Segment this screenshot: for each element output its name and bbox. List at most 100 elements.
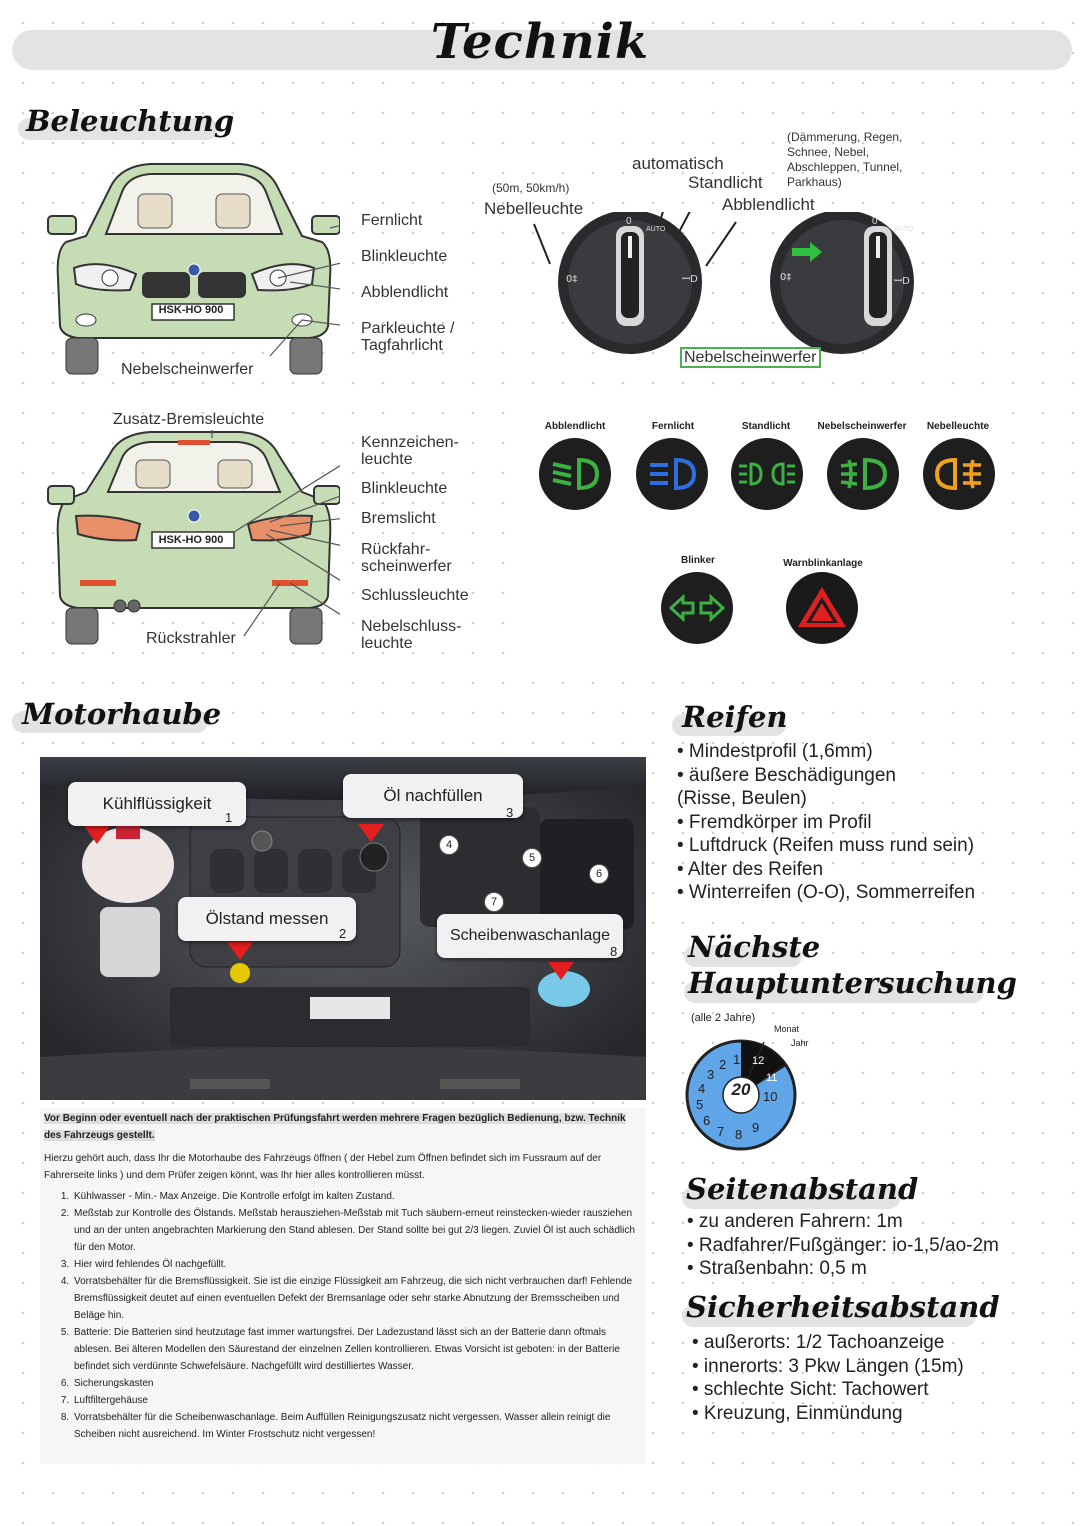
marker-6: 6	[589, 864, 609, 884]
marker-4: 4	[439, 835, 459, 855]
inspection-month-label: Monat	[774, 1024, 800, 1034]
license-plate-front: HSK-HO 900	[158, 304, 224, 316]
heading-safety-distance: Sicherheitsabstand	[686, 1290, 1000, 1324]
tires-item: • Alter des Reifen	[677, 858, 824, 880]
sticker-digit: 10	[763, 1089, 778, 1104]
section-underlay	[682, 1187, 900, 1209]
front-fog-icon	[827, 438, 899, 510]
heading-lighting: Beleuchtung	[26, 104, 235, 138]
tag-oelstand-messen: Ölstand messen	[178, 897, 356, 941]
switch-label-nebelscheinwerfer: Nebelscheinwerfer	[680, 347, 821, 368]
safety-distance-item: • außerorts: 1/2 Tachoanzeige	[692, 1332, 945, 1353]
tires-item: • Fremdkörper im Profil	[677, 811, 872, 833]
sticker-digit: 4	[698, 1081, 706, 1096]
label-nebelschlussleuchte: Nebelschluss- leuchte	[361, 618, 462, 652]
car-rear-illustration	[47, 430, 340, 645]
side-distance-item: • Straßenbahn: 0,5 m	[687, 1258, 867, 1279]
tag-number: 2	[339, 926, 347, 941]
heading-inspection-1: Nächste	[688, 930, 821, 964]
checklist-item: Batterie: Die Batterien sind heutzutage …	[72, 1324, 642, 1375]
indicator-label-abblendlicht: Abblendlicht	[544, 421, 606, 432]
label-kennzeichenleuchte: Kennzeichen- leuchte	[361, 434, 459, 468]
tag-kuehlfluessigkeit: Kühlflüssigkeit	[68, 782, 246, 826]
sticker-digit: 5	[696, 1097, 704, 1112]
title-bar	[12, 30, 1072, 70]
tag-pointer	[548, 962, 574, 980]
indicator-label-nebelscheinwerfer: Nebelscheinwerfer	[817, 421, 907, 432]
svg-text:ꟷD: ꟷD	[894, 276, 910, 287]
tag-pointer	[227, 942, 253, 960]
sticker-digit: 3	[707, 1067, 715, 1082]
heading-tires: Reifen	[682, 700, 788, 734]
sticker-digit: 9	[752, 1120, 760, 1135]
tag-oel-nachfuellen: Öl nachfüllen	[343, 774, 523, 818]
svg-text:ꟷD: ꟷD	[682, 274, 698, 285]
knob-auto-right: AUTO	[894, 226, 914, 233]
tires-item: • Mindestprofil (1,6mm)	[677, 741, 873, 762]
tires-list: • Mindestprofil (1,6mm) • äußere Beschäd…	[677, 740, 975, 905]
checklist-item: Vorratsbehälter für die Scheibenwaschanl…	[72, 1409, 642, 1443]
side-distance-list: • zu anderen Fahrern: 1m • Radfahrer/Fuß…	[687, 1210, 999, 1281]
label-blinkleuchte-front: Blinkleuchte	[361, 248, 448, 265]
safety-distance-item: • innerorts: 3 Pkw Längen (15m)	[692, 1355, 964, 1377]
section-underlay	[672, 714, 786, 736]
inspection-year-label: Jahr	[791, 1038, 809, 1048]
label-bremslicht: Bremslicht	[361, 510, 436, 527]
fog-rear-note: (50m, 50km/h)	[492, 181, 570, 195]
label-fernlicht: Fernlicht	[361, 212, 423, 229]
parking-light-icon	[731, 438, 803, 510]
label-parkleuchte: Parkleuchte / Tagfahrlicht	[361, 320, 455, 354]
section-underlay	[684, 981, 984, 1003]
switch-label-standlicht: Standlicht	[688, 173, 763, 192]
safety-distance-item: • schlechte Sicht: Tachowert	[692, 1379, 929, 1400]
safety-distance-list: • außerorts: 1/2 Tachoanzeige • innerort…	[692, 1331, 964, 1425]
low-beam-icon	[539, 438, 611, 510]
sticker-digit: 6	[703, 1113, 711, 1128]
label-blinkleuchte-rear: Blinkleuchte	[361, 480, 448, 497]
label-rueckfahrscheinwerfer: Rückfahr- scheinwerfer	[361, 541, 452, 575]
label-rueckstrahler: Rückstrahler	[146, 630, 236, 647]
hazard-icon	[786, 572, 858, 644]
side-distance-item: • zu anderen Fahrern: 1m	[687, 1211, 903, 1232]
checklist-item: Kühlwasser - Min.- Max Anzeige. Die Kont…	[72, 1188, 642, 1205]
car-front-illustration	[47, 163, 340, 375]
sticker-digit: 1	[733, 1052, 741, 1067]
sticker-digit: 7	[717, 1124, 725, 1139]
rear-fog-icon	[923, 438, 995, 510]
section-underlay	[682, 1305, 976, 1327]
tag-pointer	[358, 824, 384, 842]
indicator-label-blinker: Blinker	[681, 555, 715, 566]
knob-auto-left: AUTO	[646, 226, 666, 233]
safety-distance-item: • Kreuzung, Einmündung	[692, 1402, 903, 1424]
tag-number: 3	[506, 805, 514, 820]
switch-label-automatisch: automatisch	[632, 154, 724, 173]
section-underlay	[684, 945, 802, 967]
light-switch-illustration: 0‡ ꟷD 0‡ ꟷD	[533, 212, 914, 354]
switch-usage-note: (Dämmerung, Regen, Schnee, Nebel, Abschl…	[787, 130, 903, 189]
turn-signal-icon	[661, 572, 733, 644]
page-title: Technik	[430, 14, 650, 70]
sticker-digit: 11	[766, 1072, 778, 1084]
tag-number: 1	[225, 810, 233, 825]
indicator-label-fernlicht: Fernlicht	[651, 421, 695, 432]
side-distance-item: • Radfahrer/Fußgänger: io-1,5/ao-2m	[687, 1234, 999, 1256]
tag-number: 8	[610, 944, 618, 959]
checklist-item: Sicherungskasten	[72, 1375, 642, 1392]
checklist-item: Luftfiltergehäuse	[72, 1392, 642, 1409]
indicator-label-standlicht: Standlicht	[741, 421, 791, 432]
section-underlay	[18, 118, 218, 140]
license-plate-rear: HSK-HO 900	[158, 534, 224, 546]
label-abblendlicht: Abblendlicht	[361, 284, 449, 301]
inspection-sticker	[685, 1039, 797, 1151]
sticker-digit: 8	[735, 1127, 743, 1142]
checklist-item: Vorratsbehälter für die Bremsflüssigkeit…	[72, 1273, 642, 1324]
marker-5: 5	[522, 848, 542, 868]
sticker-digit: 12	[752, 1055, 765, 1067]
tires-item: • Luftdruck (Reifen muss rund sein)	[677, 835, 975, 856]
heading-side-distance: Seitenabstand	[686, 1172, 919, 1206]
high-beam-icon	[636, 438, 708, 510]
checklist-item: Hier wird fehlendes Öl nachgefüllt.	[72, 1256, 642, 1273]
heading-inspection-2: Hauptuntersuchung	[688, 966, 1017, 1000]
tag-pointer	[84, 826, 110, 844]
inspection-note: (alle 2 Jahre)	[691, 1012, 756, 1024]
